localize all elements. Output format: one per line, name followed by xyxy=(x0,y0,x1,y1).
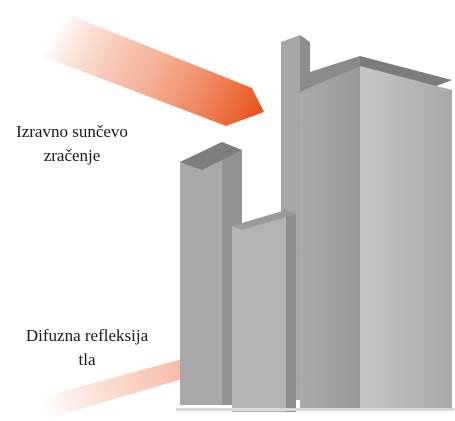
diffuse-reflection-label: Difuzna refleksija tla xyxy=(2,324,172,372)
direct-radiation-arrow xyxy=(42,16,264,126)
direct-radiation-label: Izravno sunčevo zračenje xyxy=(6,120,138,168)
direct-radiation-label-line2: zračenje xyxy=(43,146,101,165)
diffuse-reflection-label-line1: Difuzna refleksija xyxy=(25,326,149,345)
building-main xyxy=(300,56,452,410)
direct-radiation-label-line1: Izravno sunčevo xyxy=(16,122,128,141)
ground-line xyxy=(176,408,454,411)
diffuse-reflection-label-line2: tla xyxy=(78,350,96,369)
building-front-block xyxy=(232,210,296,412)
